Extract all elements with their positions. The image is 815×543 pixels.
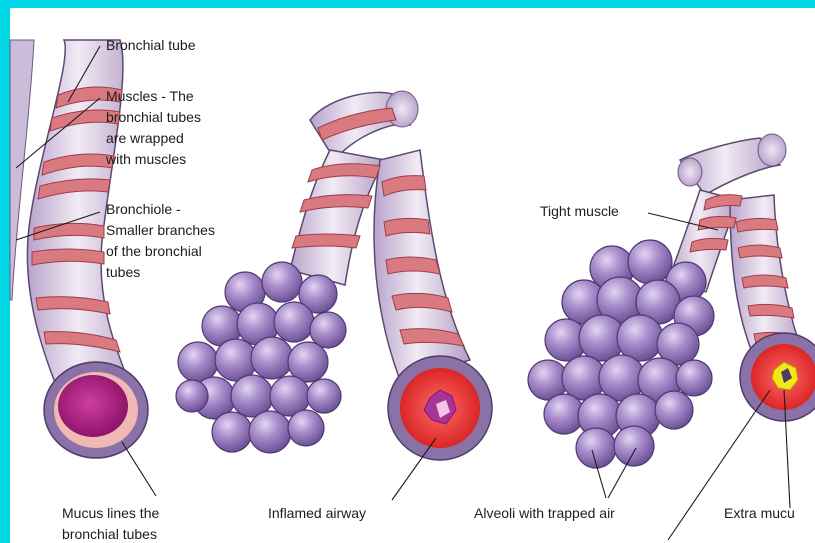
label-bronchiole-line3: of the bronchial xyxy=(106,243,202,259)
label-inflamed-airway: Inflamed airway xyxy=(268,505,366,521)
label-muscles-line3: are wrapped xyxy=(106,130,184,146)
label-extra-mucus: Extra mucu xyxy=(724,505,795,521)
label-bronchiole-line2: Smaller branches xyxy=(106,222,215,238)
label-alveoli: Alveoli with trapped air xyxy=(474,505,615,521)
label-tight-muscle: Tight muscle xyxy=(540,203,619,219)
normal-airway-opening xyxy=(44,362,148,458)
label-bronchiole-line1: Bronchiole - xyxy=(106,201,181,217)
label-muscles-line1: Muscles - The xyxy=(106,88,194,104)
inflamed-airway-opening xyxy=(388,356,492,460)
label-bronchiole-line4: tubes xyxy=(106,264,140,280)
middle-alveoli-cluster xyxy=(176,262,346,453)
label-muscles-line2: bronchial tubes xyxy=(106,109,201,125)
label-bronchial-tube: Bronchial tube xyxy=(106,37,196,53)
label-mucus-lines-line2: bronchial tubes xyxy=(62,526,157,542)
label-muscles-line4: with muscles xyxy=(105,151,186,167)
right-alveoli-cluster xyxy=(528,240,714,468)
label-mucus-lines-line1: Mucus lines the xyxy=(62,505,159,521)
